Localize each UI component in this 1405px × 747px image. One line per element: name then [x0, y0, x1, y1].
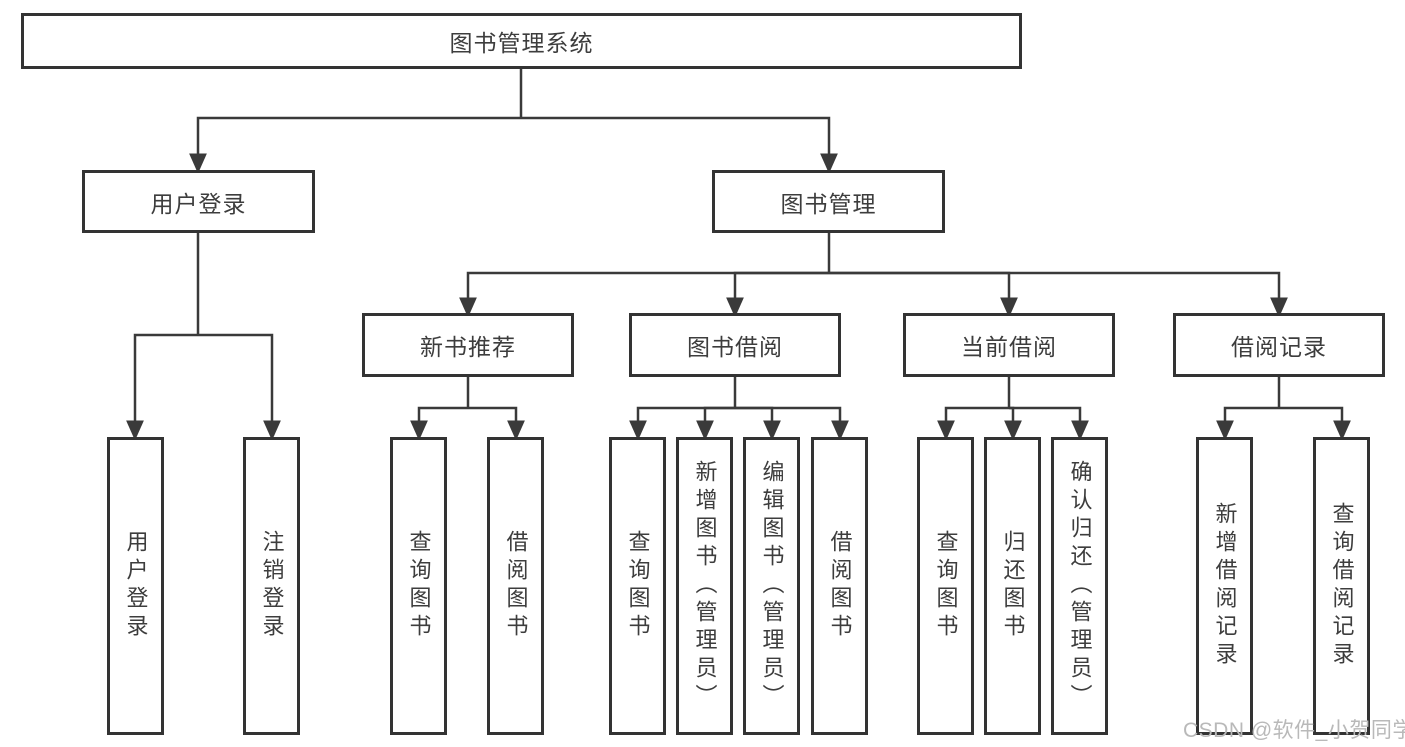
node-user-login-branch: 用户登录 [82, 170, 315, 233]
leaf-borrow-books: 借阅图书 [811, 437, 868, 735]
leaf-add-borrow-record: 新增借阅记录 [1196, 437, 1253, 735]
leaf-edit-books-admin: 编辑图书（管理员） [743, 437, 800, 735]
csdn-watermark: CSDN @软件_小贺同学 [1183, 719, 1405, 742]
leaf-add-books-admin: 新增图书（管理员） [676, 437, 733, 735]
node-current-borrowing: 当前借阅 [903, 313, 1115, 377]
node-book-borrowing: 图书借阅 [629, 313, 841, 377]
leaf-borrow-books-recommend: 借阅图书 [487, 437, 544, 735]
node-root-system: 图书管理系统 [21, 13, 1022, 69]
leaf-query-books-recommend: 查询图书 [390, 437, 447, 735]
node-new-book-recommend: 新书推荐 [362, 313, 574, 377]
leaf-query-books-borrowing: 查询图书 [609, 437, 666, 735]
leaf-return-books: 归还图书 [984, 437, 1041, 735]
leaf-user-login: 用户登录 [107, 437, 164, 735]
node-borrow-records: 借阅记录 [1173, 313, 1385, 377]
leaf-query-books-current: 查询图书 [917, 437, 974, 735]
leaf-logout: 注销登录 [243, 437, 300, 735]
leaf-query-borrow-record: 查询借阅记录 [1313, 437, 1370, 735]
leaf-confirm-return-admin: 确认归还（管理员） [1051, 437, 1108, 735]
node-book-management-branch: 图书管理 [712, 170, 945, 233]
